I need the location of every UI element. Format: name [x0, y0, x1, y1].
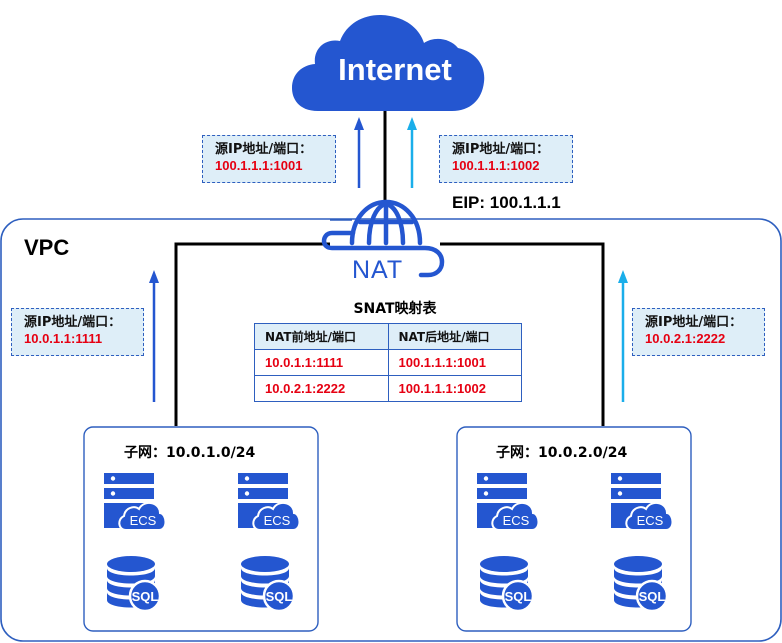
snat-cell-after: 100.1.1.1:1002	[387, 375, 522, 402]
internet-label: Internet	[338, 52, 452, 87]
snat-table-title: SNAT映射表	[353, 301, 437, 317]
snat-cell-before: 10.0.1.1:1111	[254, 349, 389, 376]
ecs-label: ECS	[130, 513, 157, 528]
callout-value: 100.1.1.1:1001	[215, 158, 303, 173]
sql-label: SQL	[266, 589, 293, 604]
snat-table-header-row: NAT前地址/端口 NAT后地址/端口	[254, 323, 522, 350]
ecs-server-icon: ECS	[104, 473, 167, 531]
ecs-label: ECS	[637, 513, 664, 528]
callout-internet-source-2: 源IP地址/端口： 100.1.1.1:1002	[439, 135, 573, 183]
callout-label: 源IP地址/端口：	[452, 142, 550, 157]
network-links	[174, 110, 605, 426]
callout-value: 100.1.1.1:1002	[452, 158, 540, 173]
callout-label: 源IP地址/端口：	[215, 142, 313, 157]
callout-internet-source-1: 源IP地址/端口： 100.1.1.1:1001	[202, 135, 336, 183]
sql-label: SQL	[505, 589, 532, 604]
table-row: 10.0.2.1:2222 100.1.1.1:1002	[254, 375, 522, 402]
table-row: 10.0.1.1:1111 100.1.1.1:1001	[254, 349, 522, 376]
snat-cell-before: 10.0.2.1:2222	[254, 375, 389, 402]
snat-header-after: NAT后地址/端口	[387, 323, 522, 350]
snat-cell-after: 100.1.1.1:1001	[387, 349, 522, 376]
sql-database-icon: SQL	[241, 556, 296, 613]
sql-database-icon: SQL	[480, 556, 535, 613]
snat-table: NAT前地址/端口 NAT后地址/端口 10.0.1.1:1111 100.1.…	[254, 323, 522, 402]
cloud-icon	[292, 15, 485, 112]
callout-label: 源IP地址/端口：	[645, 315, 743, 330]
snat-header-before: NAT前地址/端口	[254, 323, 389, 350]
ecs-server-icon: ECS	[611, 473, 674, 531]
callout-subnet-source-2: 源IP地址/端口： 10.0.2.1:2222	[632, 308, 765, 356]
ecs-label: ECS	[264, 513, 291, 528]
traffic-arrows	[149, 117, 628, 402]
vpc-label: VPC	[24, 235, 70, 260]
vpc-boundary	[0, 218, 782, 642]
ecs-server-icon: ECS	[477, 473, 540, 531]
sql-database-icon: SQL	[614, 556, 669, 613]
nat-label: NAT	[352, 256, 404, 284]
eip-label: EIP: 100.1.1.1	[452, 193, 561, 212]
subnet-title-1: 子网：10.0.1.0/24	[124, 445, 256, 461]
nat-gateway-icon	[321, 199, 445, 278]
subnet-title-2: 子网：10.0.2.0/24	[496, 445, 628, 461]
sql-label: SQL	[639, 589, 666, 604]
ecs-server-icon: ECS	[238, 473, 301, 531]
callout-label: 源IP地址/端口：	[24, 315, 122, 330]
callout-value: 10.0.1.1:1111	[24, 331, 103, 346]
callout-subnet-source-1: 源IP地址/端口： 10.0.1.1:1111	[11, 308, 144, 356]
ecs-label: ECS	[503, 513, 530, 528]
sql-label: SQL	[132, 589, 159, 604]
callout-value: 10.0.2.1:2222	[645, 331, 726, 346]
sql-database-icon: SQL	[107, 556, 162, 613]
